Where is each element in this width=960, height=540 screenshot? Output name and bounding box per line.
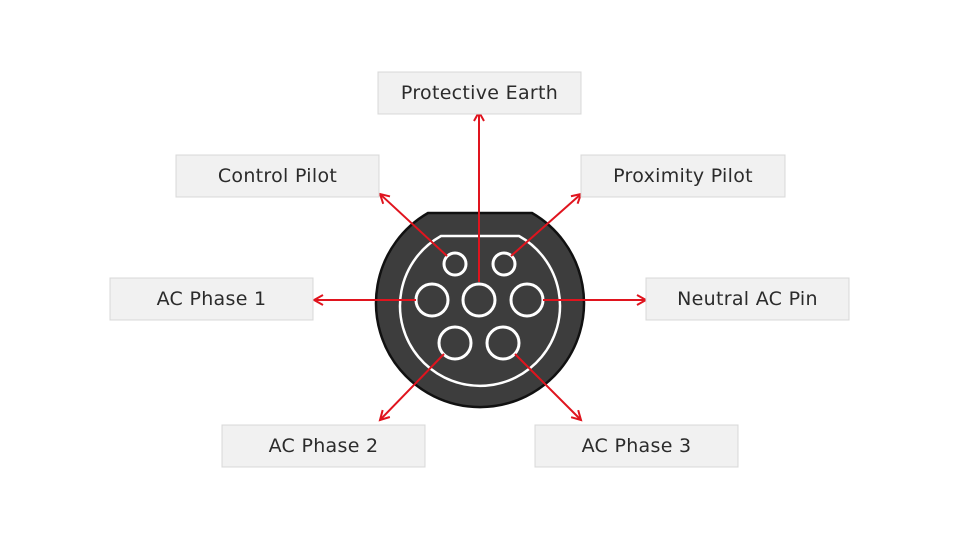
label-ac-phase-1: AC Phase 1	[109, 277, 314, 321]
arrow-ac-phase-3	[514, 353, 581, 420]
pin-ac-phase-3	[485, 325, 521, 361]
label-box	[534, 424, 739, 468]
label-box	[377, 71, 582, 115]
label-text: AC Phase 3	[582, 435, 692, 457]
arrow-ac-phase-2	[380, 353, 445, 420]
pin-proximity-pilot	[491, 251, 517, 277]
arrow-control-pilot	[380, 194, 448, 257]
label-text: AC Phase 1	[157, 288, 267, 310]
label-proximity-pilot: Proximity Pilot	[580, 154, 786, 198]
label-text: Protective Earth	[401, 82, 558, 104]
label-ac-phase-3: AC Phase 3	[534, 424, 739, 468]
label-box	[221, 424, 426, 468]
connector-inner-ring	[398, 234, 562, 388]
arrow-proximity-pilot	[510, 194, 581, 257]
label-box	[645, 277, 850, 321]
label-text: Control Pilot	[218, 165, 337, 187]
label-ac-phase-2: AC Phase 2	[221, 424, 426, 468]
arrows	[314, 112, 646, 420]
pin-control-pilot	[442, 251, 468, 277]
label-box	[109, 277, 314, 321]
label-control-pilot: Control Pilot	[175, 154, 380, 198]
label-text: AC Phase 2	[269, 435, 379, 457]
pin-ac-phase-2	[437, 325, 473, 361]
pin-protective-earth	[461, 282, 497, 318]
pin-neutral	[509, 282, 545, 318]
label-box	[175, 154, 380, 198]
pin-ac-phase-1	[414, 282, 450, 318]
label-text: Proximity Pilot	[613, 165, 753, 187]
label-neutral-ac-pin: Neutral AC Pin	[645, 277, 850, 321]
label-protective-earth: Protective Earth	[377, 71, 582, 115]
connector-face	[374, 211, 586, 409]
label-text: Neutral AC Pin	[677, 288, 818, 310]
label-box	[580, 154, 786, 198]
